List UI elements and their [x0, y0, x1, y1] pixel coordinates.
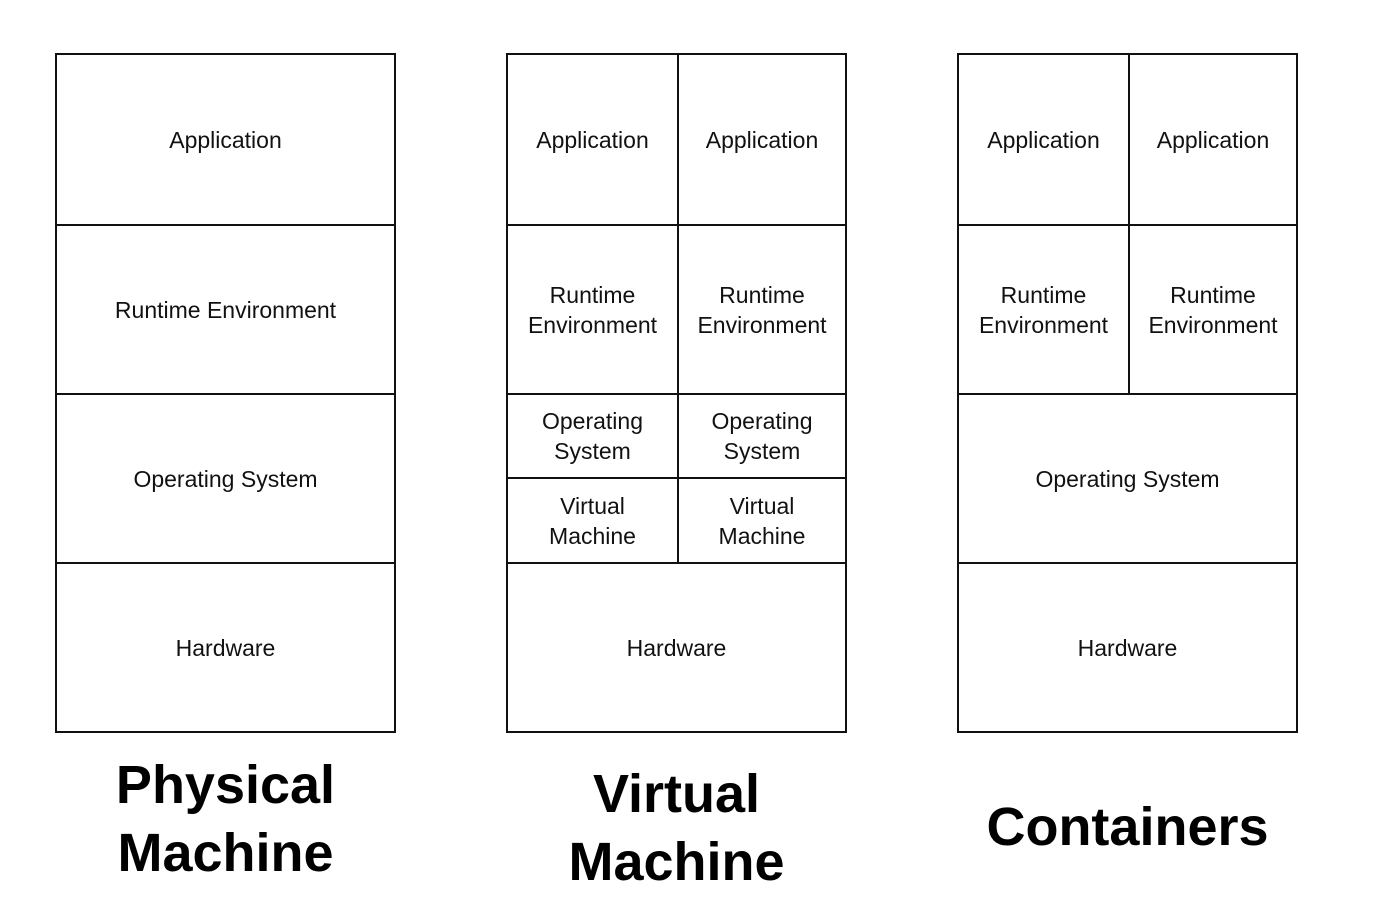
- container-hardware-layer: Hardware: [959, 562, 1296, 731]
- vm-right-runtime-layer: Runtime Environment: [677, 224, 845, 393]
- containers-stack: Application Application Runtime Environm…: [957, 53, 1298, 733]
- vm-right-virtual-machine-layer: Virtual Machine: [677, 477, 845, 562]
- vm-right-application-layer: Application: [677, 55, 845, 224]
- physical-runtime-layer: Runtime Environment: [57, 224, 394, 393]
- physical-machine-caption: Physical Machine: [115, 755, 336, 883]
- container-left-runtime-layer: Runtime Environment: [959, 224, 1128, 393]
- containers-caption: Containers: [986, 797, 1269, 857]
- vm-left-os-layer: Operating System: [508, 393, 677, 477]
- virtual-machine-stack: Application Application Runtime Environm…: [506, 53, 847, 733]
- container-os-layer: Operating System: [959, 393, 1296, 562]
- virtual-machine-caption: Virtual Machine: [568, 764, 785, 892]
- container-left-application-layer: Application: [987, 126, 1100, 153]
- physical-application-layer: Application: [169, 126, 282, 153]
- vm-left-virtual-machine-layer: Virtual Machine: [508, 477, 677, 562]
- vm-left-application-layer: Application: [536, 126, 649, 153]
- container-right-runtime-layer: Runtime Environment: [1128, 224, 1296, 393]
- vm-hardware-layer: Hardware: [508, 562, 845, 731]
- physical-os-layer: Operating System: [57, 393, 394, 562]
- physical-machine-stack: Application Runtime Environment Operatin…: [55, 53, 396, 733]
- vm-left-runtime-layer: Runtime Environment: [508, 224, 677, 393]
- vm-right-os-layer: Operating System: [677, 393, 845, 477]
- physical-hardware-layer: Hardware: [57, 562, 394, 731]
- container-right-application-layer: Application: [1128, 55, 1296, 224]
